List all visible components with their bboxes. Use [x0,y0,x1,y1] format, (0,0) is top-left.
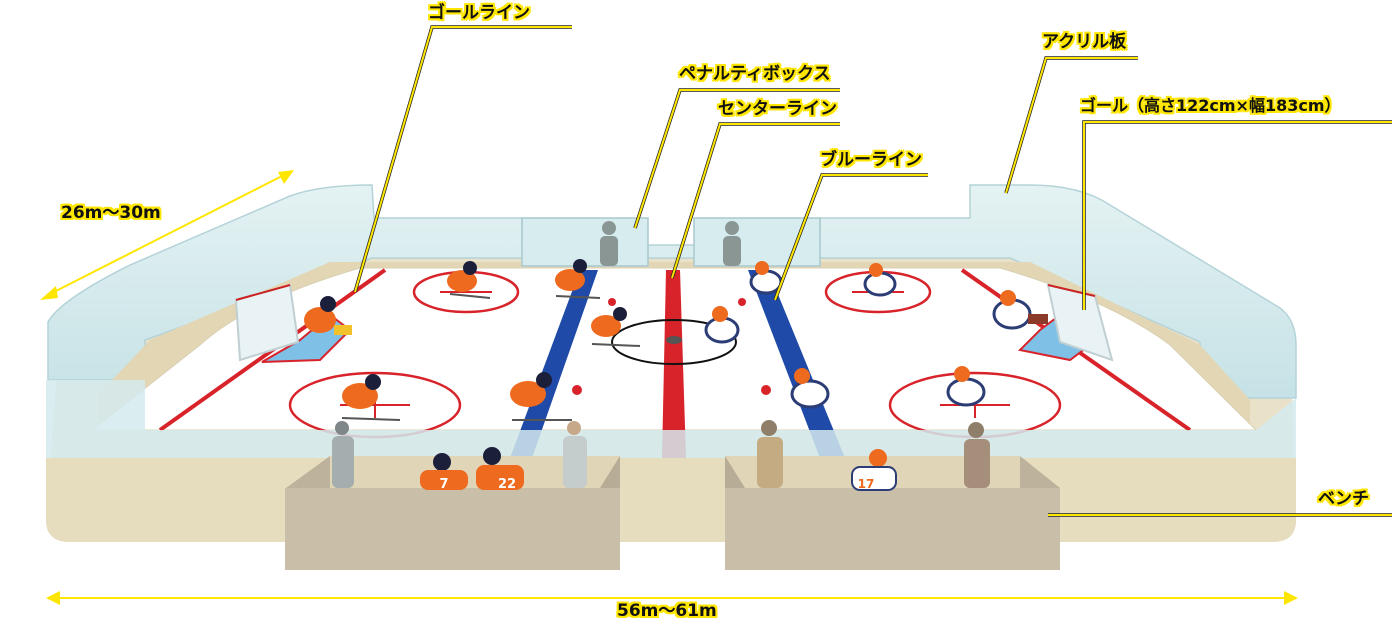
blue-line-label: ブルーライン [820,150,922,170]
player-white [790,368,830,409]
coach [964,422,990,488]
goal-left [234,283,300,362]
blue-line-left [510,270,598,458]
official [600,221,741,266]
player-orange [555,259,601,299]
player-orange [591,307,641,347]
center-faceoff-spot [666,336,682,344]
penalty-box-label: ペナルティボックス [679,64,831,84]
coach [332,421,354,488]
faceoff-spot [608,298,616,306]
blue-line-right [748,270,845,458]
bench-player [476,447,524,490]
player-orange [447,261,491,299]
player-orange [341,374,401,421]
center-circle [611,319,737,365]
width-dimension-arrow [40,170,294,300]
center-line-label: センターライン [718,99,837,119]
acrylic-board-label: アクリル板 [1042,32,1127,52]
acrylic-board-back [47,184,1297,399]
coach [563,421,587,488]
jersey-number: 17 [858,477,875,491]
player-orange [510,372,572,421]
goal-right [1046,283,1114,362]
leader-lines [354,26,1392,516]
jersey-number: 22 [498,477,516,492]
penalty-box-right [693,217,821,267]
length-dimension-arrow [46,591,1298,605]
goalkeeper-orange [304,296,352,335]
player-white [863,263,897,297]
coach [757,420,783,488]
goal-label: ゴール（高さ122cm×幅183cm） [1080,96,1341,115]
goal-line-label: ゴールライン [428,3,530,23]
player-white [946,366,986,407]
faceoff-spot [761,385,771,395]
faceoff-spot [738,298,746,306]
bench-label: ベンチ [1318,489,1369,509]
faceoff-spot [572,385,582,395]
acrylic-board-front [46,380,1296,458]
bench-player [420,453,468,490]
bench-player [851,449,897,491]
width-dimension-label: 26m〜30m [61,203,161,223]
penalty-box-left [521,217,649,267]
jersey-number: 7 [439,477,448,492]
length-dimension-label: 56m〜61m [617,601,717,621]
goalkeeper-white [992,290,1048,330]
bench-left [285,456,620,570]
rink-base-front [46,458,1296,542]
player-white [704,306,740,344]
